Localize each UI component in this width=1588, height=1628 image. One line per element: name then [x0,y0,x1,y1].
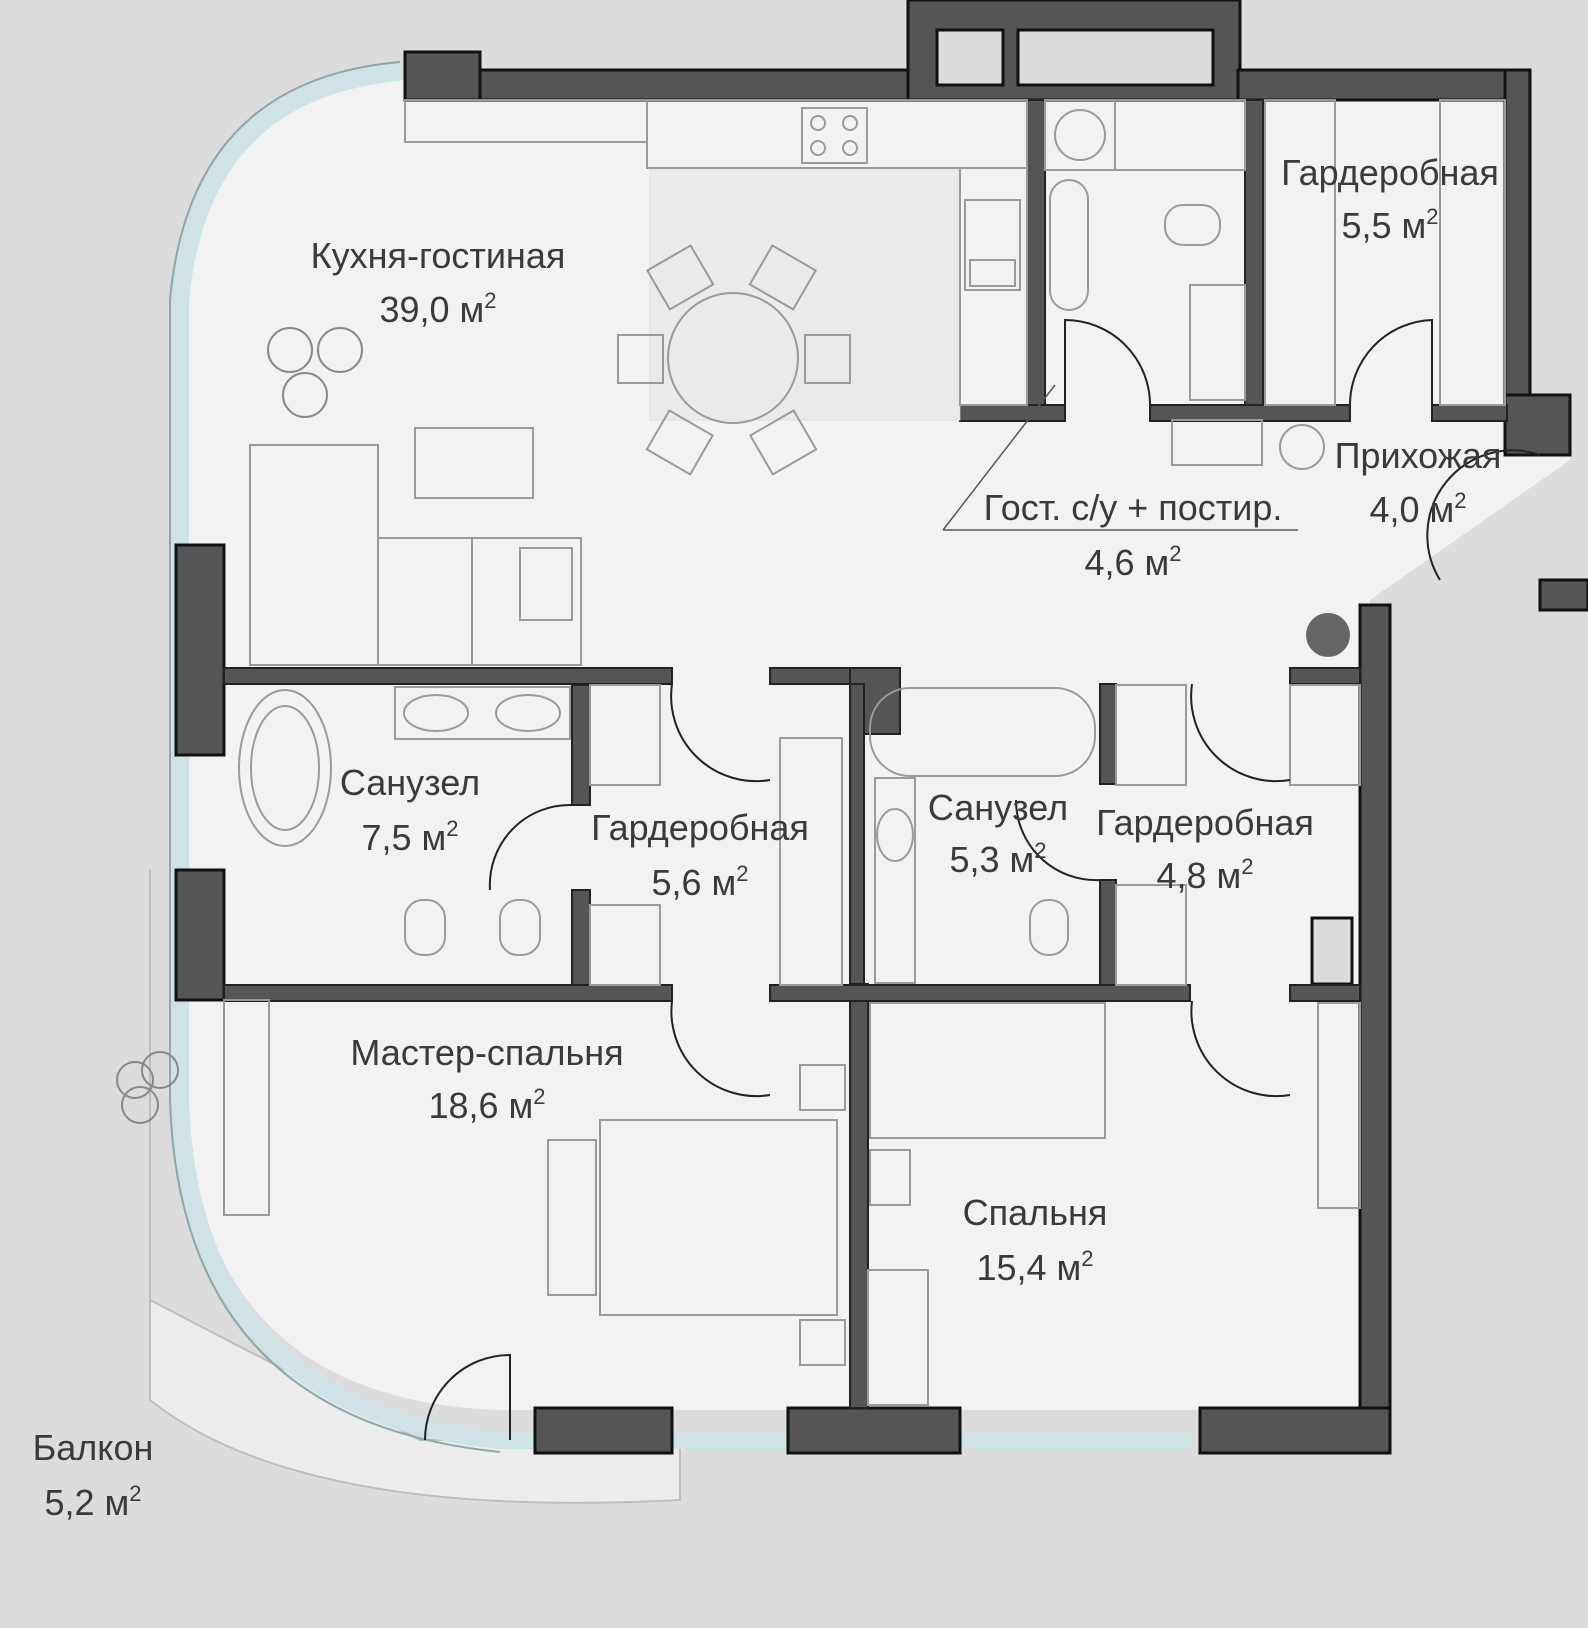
svg-text:5,3 м2: 5,3 м2 [949,838,1046,880]
doors [424,318,1541,1441]
svg-text:Кухня-гостиная: Кухня-гостиная [311,235,566,276]
glazing-left [171,63,1190,1449]
room-label-guest-wc: Гост. с/у + постир. 4,6 м2 [984,487,1283,583]
svg-text:15,4 м2: 15,4 м2 [976,1246,1093,1288]
room-label-wardrobe-2: Гардеробная 5,6 м2 [591,807,809,903]
room-label-balcony: Балкон 5,2 м2 [33,1427,154,1523]
room-label-wardrobe-1: Гардеробная 5,5 м2 [1281,152,1499,246]
svg-text:Балкон: Балкон [33,1427,154,1468]
plant-icon [1306,613,1350,657]
svg-text:5,6 м2: 5,6 м2 [651,861,748,903]
room-label-bedroom: Спальня 15,4 м2 [963,1192,1108,1288]
svg-text:4,0 м2: 4,0 м2 [1369,488,1466,530]
svg-text:39,0 м2: 39,0 м2 [379,288,496,330]
furniture [223,99,1506,1406]
svg-text:Мастер-спальня: Мастер-спальня [350,1032,623,1073]
svg-text:Гост. с/у + постир.: Гост. с/у + постир. [984,487,1283,528]
svg-text:7,5 м2: 7,5 м2 [361,816,458,858]
room-label-bathroom-2: Санузел 5,3 м2 [928,787,1068,880]
svg-text:Гардеробная: Гардеробная [591,807,809,848]
svg-text:18,6 м2: 18,6 м2 [428,1084,545,1126]
room-label-kitchen-living: Кухня-гостиная 39,0 м2 [311,235,566,330]
svg-text:5,2 м2: 5,2 м2 [44,1481,141,1523]
svg-text:Санузел: Санузел [928,787,1068,828]
svg-text:4,8 м2: 4,8 м2 [1156,854,1253,896]
room-label-hallway: Прихожая 4,0 м2 [1335,435,1502,530]
svg-text:Санузел: Санузел [340,762,480,803]
svg-text:Спальня: Спальня [963,1192,1108,1233]
svg-text:Прихожая: Прихожая [1335,435,1502,476]
room-label-bathroom-1: Санузел 7,5 м2 [340,762,480,858]
room-label-master-bedroom: Мастер-спальня 18,6 м2 [350,1032,623,1126]
svg-text:Гардеробная: Гардеробная [1096,802,1314,843]
plant-icon [116,327,363,1124]
balcony-floor [149,870,681,1504]
svg-text:4,6 м2: 4,6 м2 [1084,541,1181,583]
interior-walls [223,99,1508,1409]
svg-text:Гардеробная: Гардеробная [1281,152,1499,193]
svg-text:5,5 м2: 5,5 м2 [1341,204,1438,246]
room-label-wardrobe-3: Гардеробная 4,8 м2 [1096,802,1314,896]
